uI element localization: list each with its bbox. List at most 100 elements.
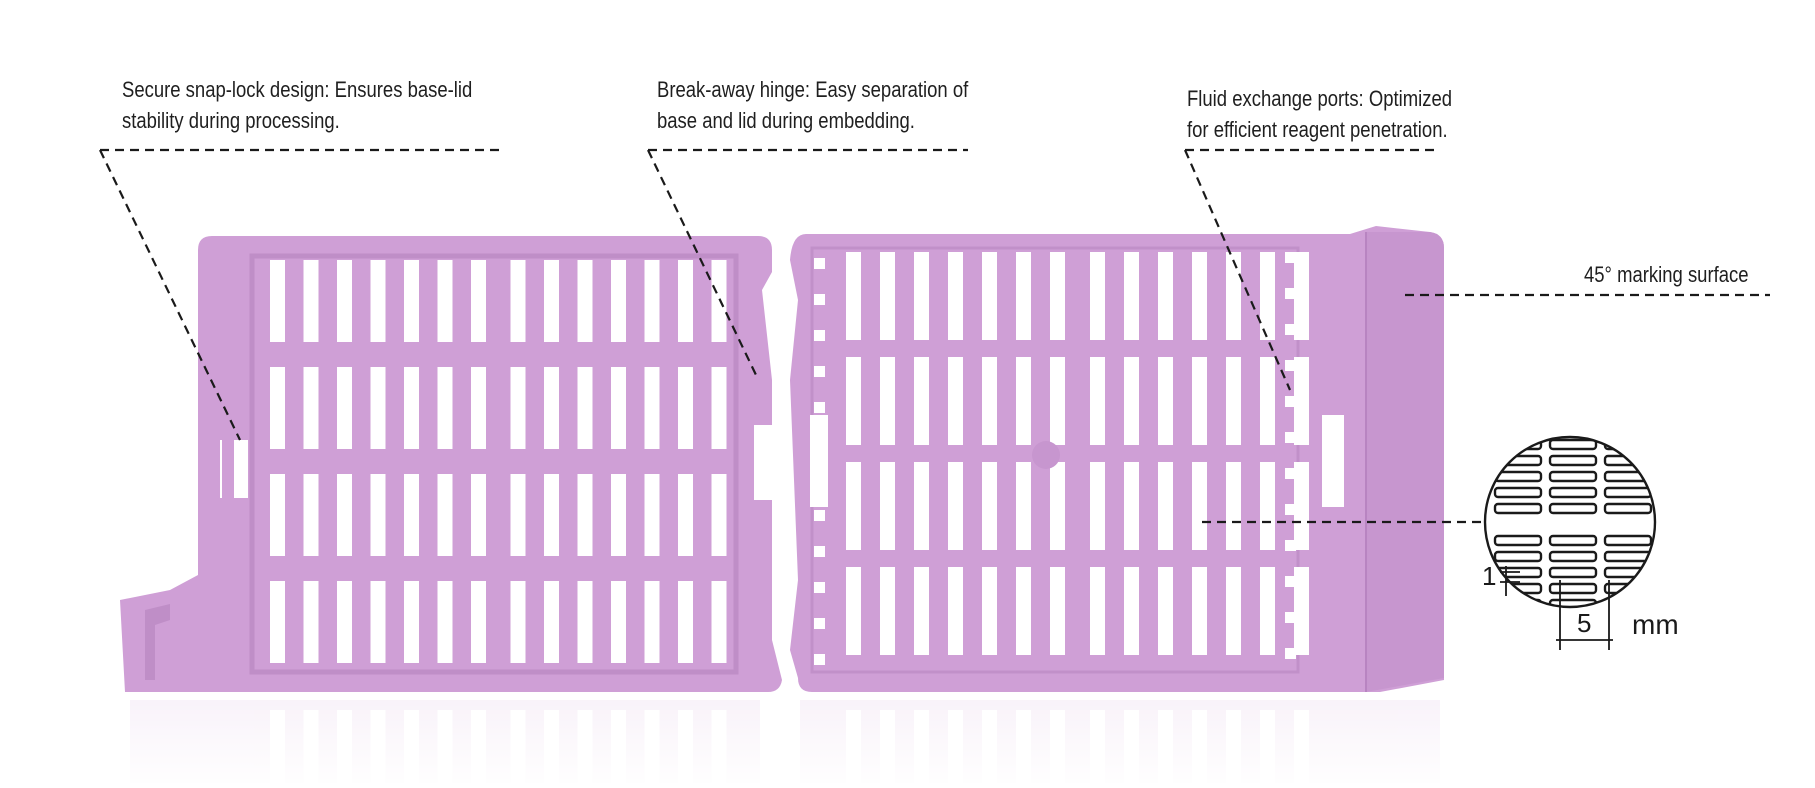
- slot: [644, 581, 660, 663]
- slot: [1192, 252, 1207, 340]
- slot: [914, 462, 929, 550]
- slot: [370, 260, 386, 342]
- port: [814, 618, 825, 629]
- slot: [1192, 357, 1207, 445]
- slot: [948, 462, 963, 550]
- slot: [1016, 462, 1031, 550]
- port: [814, 510, 825, 521]
- port: [1285, 360, 1296, 371]
- slot: [1050, 567, 1065, 655]
- lid-slots: [270, 260, 727, 663]
- magnified-slot: [1493, 502, 1543, 515]
- slot: [1158, 357, 1173, 445]
- cassette-lid: [120, 236, 782, 692]
- slot: [678, 474, 693, 556]
- callout-snap-lock-line2: stability during processing.: [122, 108, 340, 133]
- slot: [880, 462, 895, 550]
- port: [814, 294, 825, 305]
- slot: [711, 474, 727, 556]
- slot: [880, 357, 895, 445]
- slot: [644, 367, 660, 449]
- slot: [270, 474, 285, 556]
- slot: [544, 474, 559, 556]
- slot: [982, 567, 997, 655]
- base-slots: [846, 252, 1309, 655]
- port: [1285, 540, 1296, 551]
- slot: [337, 474, 352, 556]
- slot: [1226, 462, 1241, 550]
- magnified-slot: [1493, 454, 1543, 467]
- slot: [471, 581, 486, 663]
- slot: [1090, 252, 1105, 340]
- slot: [437, 581, 453, 663]
- slot: [577, 581, 593, 663]
- slot: [577, 367, 593, 449]
- slot: [1050, 252, 1065, 340]
- port: [1285, 576, 1296, 587]
- slot: [1050, 462, 1065, 550]
- port: [814, 654, 825, 665]
- slot: [370, 367, 386, 449]
- slot: [1226, 252, 1241, 340]
- slot: [711, 260, 727, 342]
- slot: [1124, 462, 1139, 550]
- slot: [611, 581, 626, 663]
- slot: [303, 260, 319, 342]
- dimension-length: 5: [1577, 608, 1591, 638]
- slot: [1124, 567, 1139, 655]
- slot: [1158, 462, 1173, 550]
- slot: [611, 367, 626, 449]
- slot: [544, 260, 559, 342]
- callout-snap-lock: Secure snap-lock design: Ensures base-li…: [122, 74, 472, 136]
- slot: [404, 260, 419, 342]
- slot: [270, 260, 285, 342]
- slot: [880, 567, 895, 655]
- port: [1285, 252, 1296, 263]
- callout-snap-lock-line1: Secure snap-lock design: Ensures base-li…: [122, 77, 473, 102]
- slot: [510, 367, 526, 449]
- magnified-slot: [1548, 566, 1598, 579]
- callout-marking-text: 45° marking surface: [1584, 262, 1749, 287]
- slot: [270, 581, 285, 663]
- slot: [1158, 252, 1173, 340]
- port: [1285, 288, 1296, 299]
- slot: [1158, 567, 1173, 655]
- slot: [644, 474, 660, 556]
- slot: [1124, 357, 1139, 445]
- slot: [846, 462, 861, 550]
- port: [1285, 396, 1296, 407]
- port: [814, 582, 825, 593]
- slot: [948, 357, 963, 445]
- port: [814, 402, 825, 413]
- slot: [1294, 462, 1309, 550]
- port: [1285, 432, 1296, 443]
- magnified-slot: [1493, 486, 1543, 499]
- slot: [1294, 357, 1309, 445]
- slot: [1260, 252, 1275, 340]
- slot: [437, 367, 453, 449]
- slot: [1294, 567, 1309, 655]
- slot: [337, 367, 352, 449]
- magnified-slot: [1548, 486, 1598, 499]
- slot: [337, 260, 352, 342]
- callout-marking-surface: 45° marking surface: [1584, 259, 1749, 290]
- magnified-slot: [1548, 550, 1598, 563]
- slot: [303, 581, 319, 663]
- slot: [880, 252, 895, 340]
- magnified-detail: 1 5 mm: [1482, 435, 1679, 650]
- slot: [678, 260, 693, 342]
- callout-ports-line1: Fluid exchange ports: Optimized: [1187, 86, 1453, 111]
- hinge-tab: [752, 425, 778, 500]
- slot: [404, 474, 419, 556]
- port: [814, 366, 825, 377]
- port: [1285, 504, 1296, 515]
- magnified-slot: [1493, 470, 1543, 483]
- port: [1285, 612, 1296, 623]
- slot: [1260, 567, 1275, 655]
- slot: [678, 367, 693, 449]
- marking-surface: [1366, 232, 1444, 692]
- slot: [471, 367, 486, 449]
- slot: [1016, 252, 1031, 340]
- slot: [1226, 357, 1241, 445]
